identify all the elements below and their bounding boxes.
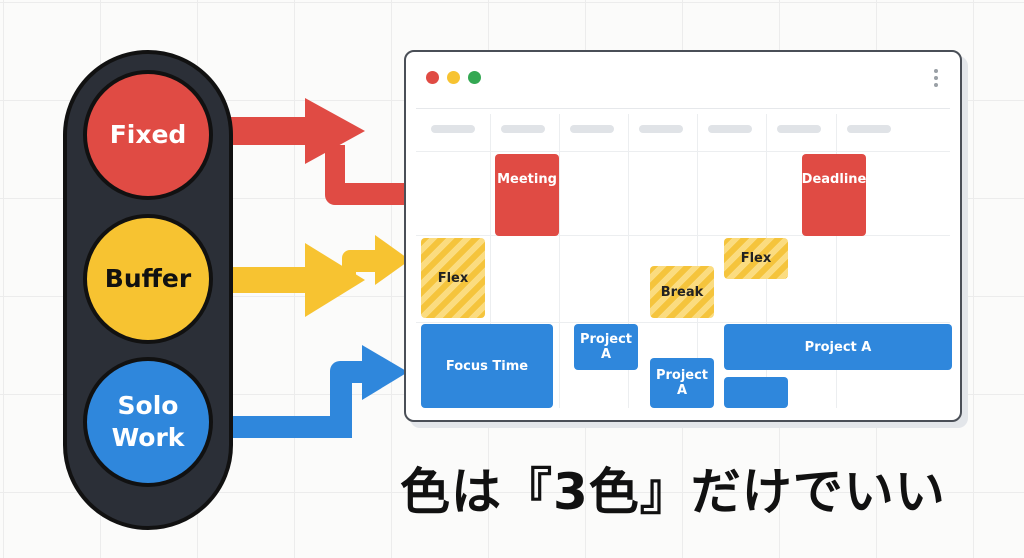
day-header-placeholder — [570, 125, 614, 133]
column-divider — [490, 114, 491, 408]
event-untitled[interactable] — [724, 377, 788, 408]
event-focus-time[interactable]: Focus Time — [421, 324, 553, 408]
event-project-a[interactable]: Project A — [574, 324, 638, 370]
day-header-placeholder — [501, 125, 545, 133]
event-break[interactable]: Break — [650, 266, 714, 318]
column-divider — [559, 114, 560, 408]
event-meeting[interactable]: Meeting — [495, 154, 559, 236]
minimize-button-icon[interactable] — [447, 71, 460, 84]
day-header-placeholder — [777, 125, 821, 133]
column-divider — [697, 114, 698, 408]
event-flex[interactable]: Flex — [421, 238, 485, 318]
row-divider — [416, 235, 950, 236]
event-deadline[interactable]: Deadline — [802, 154, 866, 236]
calendar-window: Meeting Deadline Flex Break Flex Focus T… — [404, 50, 962, 422]
column-divider — [628, 114, 629, 408]
solo-arrow — [230, 345, 408, 438]
kebab-menu-icon[interactable] — [934, 69, 938, 90]
column-divider — [836, 114, 837, 408]
day-header-placeholder — [639, 125, 683, 133]
close-button-icon[interactable] — [426, 71, 439, 84]
row-divider — [416, 151, 950, 152]
day-header-placeholder — [708, 125, 752, 133]
day-header-placeholder — [847, 125, 891, 133]
solo-work-lamp: Solo Work — [83, 357, 213, 487]
fixed-lamp: Fixed — [83, 70, 213, 200]
day-header-placeholder — [431, 125, 475, 133]
buffer-lamp: Buffer — [83, 214, 213, 344]
traffic-light: Fixed Buffer Solo Work — [63, 50, 233, 530]
row-divider — [416, 322, 950, 323]
event-project-a[interactable]: Project A — [650, 358, 714, 408]
event-flex[interactable]: Flex — [724, 238, 788, 279]
maximize-button-icon[interactable] — [468, 71, 481, 84]
headline: 色は『3色』だけでいい — [400, 463, 946, 521]
header-divider — [416, 108, 950, 109]
event-project-a[interactable]: Project A — [724, 324, 952, 370]
